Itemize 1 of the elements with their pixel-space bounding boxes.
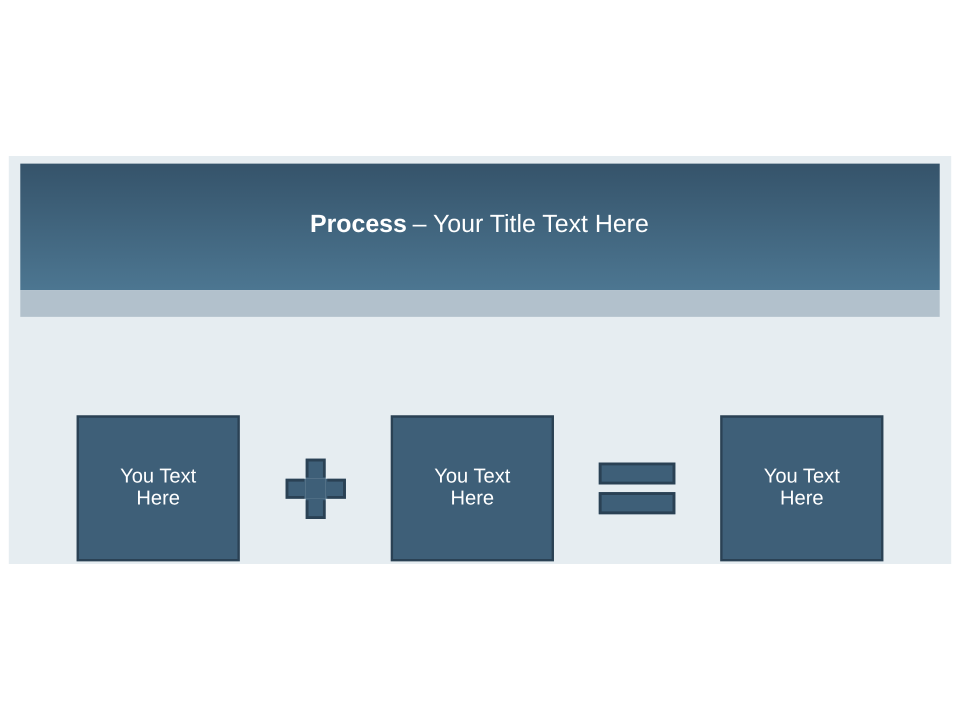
diagram-title: Process – Your Title Text Here <box>310 210 649 238</box>
